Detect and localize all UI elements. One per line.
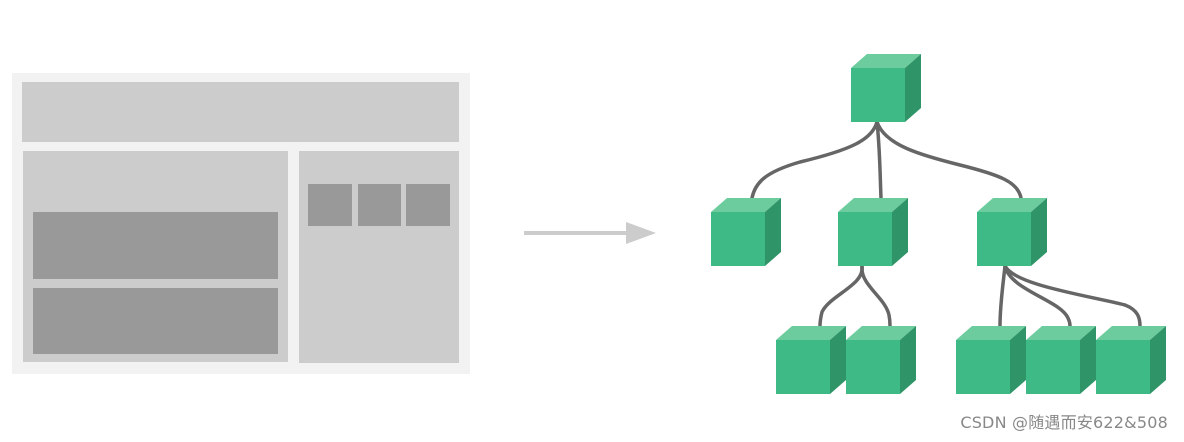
layout-content-block-2 (33, 288, 278, 354)
layout-main-content (23, 151, 288, 362)
tree-node-grandchild-5 (1096, 326, 1166, 394)
layout-sidebar-tile-3 (406, 184, 450, 226)
layout-content-block-1 (33, 212, 278, 279)
watermark-text: CSDN @随遇而安622&508 (960, 413, 1168, 432)
tree-node-grandchild-4 (1026, 326, 1096, 394)
tree-node-grandchild-2 (846, 326, 916, 394)
tree-node-child-1 (711, 198, 781, 266)
layout-header (22, 82, 459, 142)
page-layout-wireframe (12, 73, 470, 374)
tree-node-child-3 (977, 198, 1047, 266)
arrow-right-icon (524, 222, 656, 244)
tree-nodes (711, 54, 1166, 394)
tree-connectors (750, 120, 1142, 328)
layout-sidebar-tile-1 (308, 184, 352, 226)
tree-node-root (851, 54, 921, 122)
layout-sidebar (299, 151, 459, 363)
tree-node-grandchild-3 (956, 326, 1026, 394)
tree-node-grandchild-1 (776, 326, 846, 394)
tree-node-child-2 (838, 198, 908, 266)
layout-sidebar-tile-2 (358, 184, 401, 226)
